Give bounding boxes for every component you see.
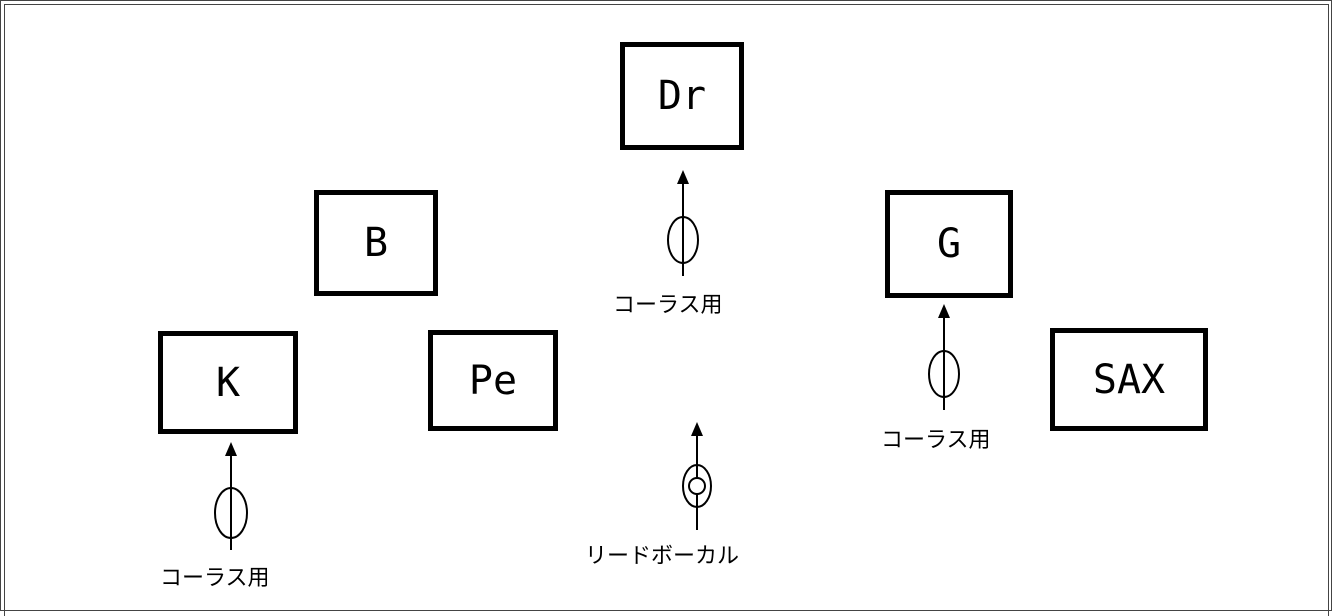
- chorus-mic-left-icon: [214, 442, 248, 550]
- keyboard-box: K: [158, 331, 298, 434]
- drums-box: Dr: [620, 42, 744, 150]
- chorus-mic-right-label: コーラス用: [881, 428, 991, 453]
- inner-frame: [4, 4, 1329, 616]
- chorus-mic-right-icon: [928, 304, 960, 410]
- chorus-mic-center-icon: [667, 170, 699, 276]
- sax-box: SAX: [1050, 328, 1208, 431]
- lead-vocal-mic-label: リードボーカル: [585, 544, 740, 569]
- piano-box: Pe: [428, 330, 558, 431]
- guitar-box: G: [885, 190, 1013, 298]
- bass-box: B: [314, 190, 438, 296]
- chorus-mic-left-label: コーラス用: [160, 566, 270, 591]
- chorus-mic-center-label: コーラス用: [613, 293, 723, 318]
- lead-vocal-mic-icon: [682, 422, 712, 530]
